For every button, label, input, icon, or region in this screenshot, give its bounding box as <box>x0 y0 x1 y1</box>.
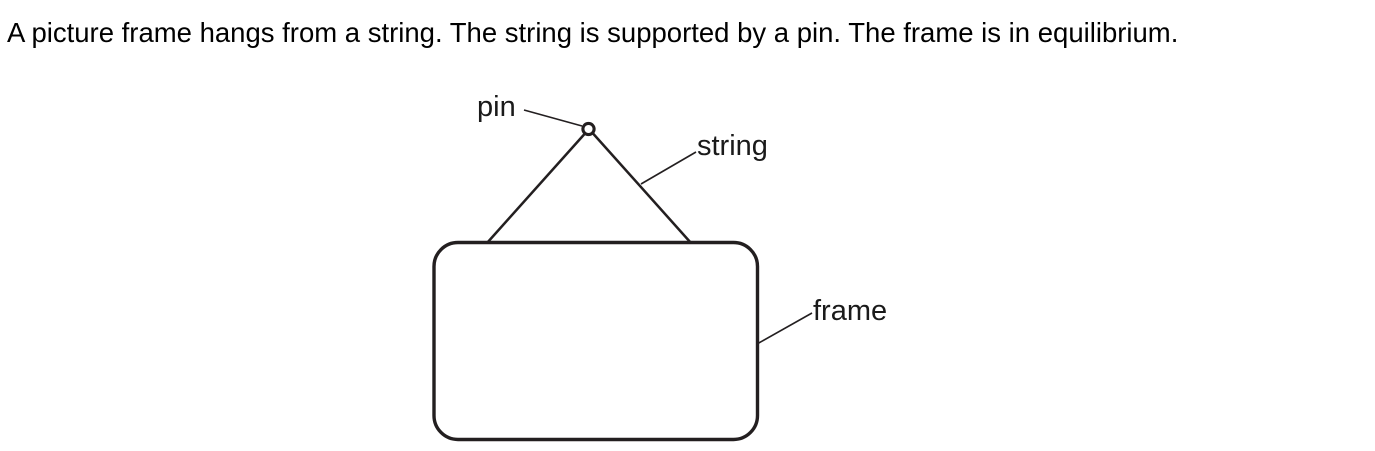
pin-leader-line <box>523 109 583 127</box>
pin-label: pin <box>477 91 516 123</box>
pin-circle <box>581 121 596 137</box>
frame-label: frame <box>813 295 888 327</box>
problem-statement: A picture frame hangs from a string. The… <box>7 17 1179 48</box>
string-right-segment <box>588 128 692 244</box>
string-label: string <box>697 130 768 162</box>
string-leader-line <box>640 151 697 185</box>
string-left-segment <box>486 128 590 244</box>
picture-frame-rect <box>432 240 760 442</box>
frame-leader-line <box>756 312 813 345</box>
